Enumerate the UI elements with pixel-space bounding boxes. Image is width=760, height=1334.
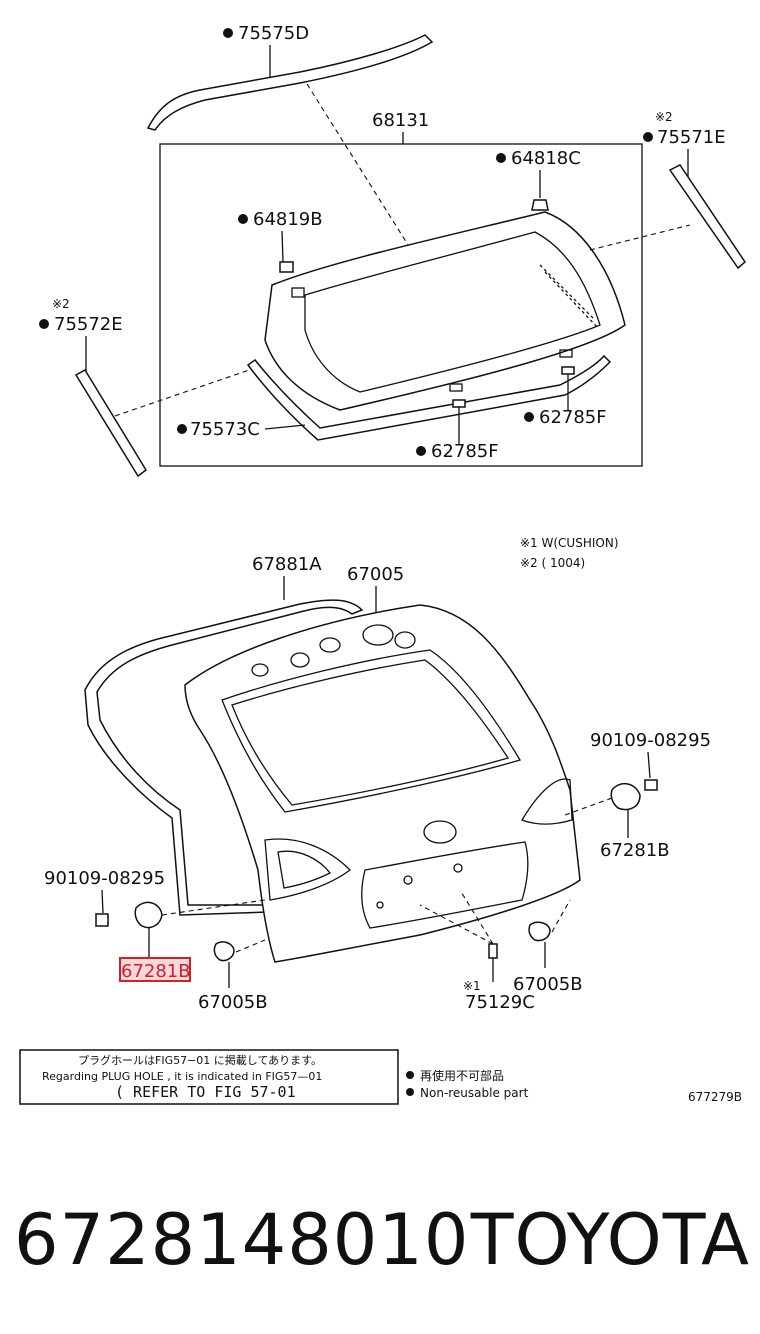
back-door-panel-67005 xyxy=(184,604,581,963)
label-64818c: 64818C xyxy=(511,148,581,169)
label-75572e: 75572E xyxy=(54,314,123,335)
molding-75572e xyxy=(74,368,147,478)
back-glass-68131 xyxy=(264,211,626,411)
label-75129c: 75129C xyxy=(465,992,535,1013)
part-number: 6728148010 xyxy=(14,1199,470,1281)
label-75571e: 75571E xyxy=(657,127,726,148)
key-jp: 再使用不可部品 xyxy=(420,1068,504,1083)
bullet-dot xyxy=(416,446,426,456)
brand-name: TOYOTA xyxy=(470,1199,750,1281)
spacer-62785f xyxy=(452,399,466,408)
bullet-dot xyxy=(39,319,49,329)
bullet-dot xyxy=(406,1071,414,1079)
mark-x1: ※1 xyxy=(463,979,481,993)
weatherstrip-67881a xyxy=(84,599,364,916)
label-67281b-right: 67281B xyxy=(600,840,670,861)
bullet-dot xyxy=(177,424,187,434)
cushion-75129c xyxy=(488,943,498,959)
group-frame-68131 xyxy=(159,143,643,467)
glass-inner-outline xyxy=(304,231,601,393)
key-en: Non-reusable part xyxy=(420,1086,529,1100)
light-recess-right xyxy=(521,778,573,825)
notice-line-ref: ( REFER TO FIG 57-01 xyxy=(115,1083,296,1101)
notice-line-en: Regarding PLUG HOLE , it is indicated in… xyxy=(42,1070,322,1083)
bullet-dot xyxy=(496,153,506,163)
cushion-67005b-right xyxy=(528,921,551,942)
molding-75575d xyxy=(146,34,434,131)
label-62785f: 62785F xyxy=(431,441,499,462)
label-90109-right: 90109-08295 xyxy=(590,730,711,751)
spacer-62785f xyxy=(561,366,575,375)
label-62785f: 62785F xyxy=(539,407,607,428)
stopper-67281b-right xyxy=(610,783,641,811)
bullet-dot xyxy=(643,132,653,142)
bullet-dot xyxy=(524,412,534,422)
label-67005b-right: 67005B xyxy=(513,974,583,995)
cushion-67005b-left xyxy=(213,941,235,962)
door-window-opening xyxy=(221,649,521,813)
label-67281b-left: 67281B xyxy=(121,961,191,982)
mark-x2: ※2 xyxy=(655,110,673,124)
legend-note-2: ※2 ( 1004) xyxy=(520,556,585,570)
bolt-90109-left xyxy=(95,913,109,927)
label-68131: 68131 xyxy=(372,110,429,131)
label-75575d: 75575D xyxy=(238,23,309,44)
molding-75573c xyxy=(246,354,612,441)
label-67005b-left: 67005B xyxy=(198,992,268,1013)
license-plate-recess xyxy=(361,841,529,929)
highlight-box-67281b xyxy=(119,957,191,982)
label-75573c: 75573C xyxy=(190,419,260,440)
clip-64818c xyxy=(531,199,549,211)
figure-code: 677279B xyxy=(688,1090,742,1104)
label-90109-left: 90109-08295 xyxy=(44,868,165,889)
emblem xyxy=(423,820,457,844)
footer: 6728148010 TOYOTA xyxy=(14,1185,750,1295)
molding-75571e xyxy=(668,164,746,270)
light-recess-left xyxy=(277,850,331,889)
label-67005: 67005 xyxy=(347,564,404,585)
stopper-64819b xyxy=(279,261,294,273)
stopper-67281b-left xyxy=(134,901,163,929)
bolt-90109-right xyxy=(644,779,658,791)
mark-x2: ※2 xyxy=(52,297,70,311)
bullet-dot xyxy=(223,28,233,38)
bullet-dot xyxy=(238,214,248,224)
legend-note-1: ※1 W(CUSHION) xyxy=(520,536,619,550)
label-64819b: 64819B xyxy=(253,209,323,230)
label-67881a: 67881A xyxy=(252,554,322,575)
parts-diagram: 75575D 68131 64818C 64819B ※2 75571E ※2 … xyxy=(19,23,746,1105)
notice-box xyxy=(19,1049,399,1105)
bullet-dot xyxy=(406,1088,414,1096)
notice-line-jp: プラグホールはFIG57−01 に掲載してあります。 xyxy=(78,1053,322,1067)
